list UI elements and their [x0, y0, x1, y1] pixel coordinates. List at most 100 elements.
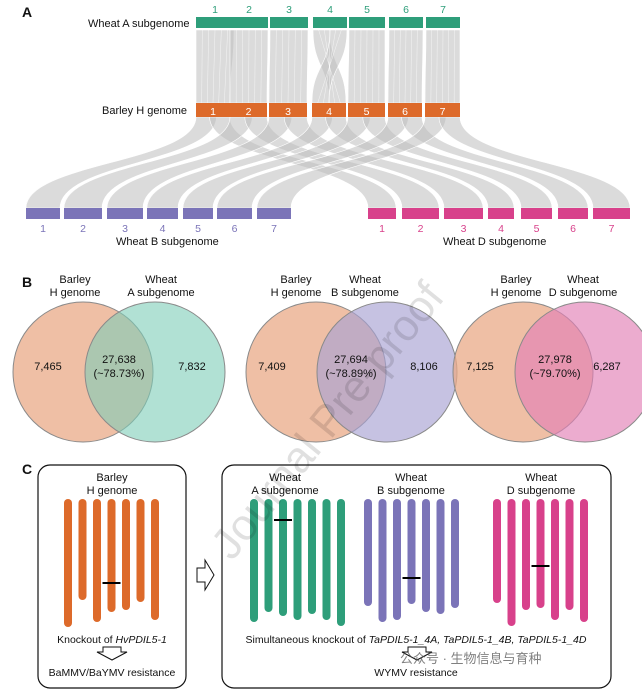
chromosome-bar [349, 17, 385, 28]
chromosome-number: 2 [418, 223, 424, 235]
panel-c-label: C [22, 461, 32, 477]
chromosome-number: 5 [534, 223, 540, 235]
venn-right-title-line1: Wheat [567, 274, 599, 286]
wheat-a-chromosomes: 1 2 3 4 5 6 7 [196, 4, 460, 28]
synteny-line [207, 29, 209, 104]
chromosome-number: 7 [271, 223, 277, 235]
chromosome-bar [230, 17, 268, 28]
venn-shared-percent: (~79.70%) [529, 368, 580, 380]
chromosome-number: 2 [80, 223, 86, 235]
chromosome-bar [389, 17, 423, 28]
chromosome [507, 499, 516, 626]
synteny-line [404, 29, 407, 104]
venn-right-only-count: 8,106 [410, 361, 438, 373]
chromosome-bar [183, 208, 213, 219]
chromosome-number: 7 [440, 4, 446, 16]
chromosome-number: 4 [326, 106, 332, 118]
wheat-a-title-line1: Wheat [269, 472, 301, 484]
chromosome [308, 499, 316, 614]
panel-b-label: B [22, 274, 32, 290]
chromosome [493, 499, 501, 603]
chromosome [264, 499, 273, 612]
venn-left-only-count: 7,465 [34, 361, 62, 373]
chromosome-bar [558, 208, 588, 219]
chromosome [293, 499, 302, 620]
wheat-d-genome-label: Wheat D subgenome [443, 236, 546, 248]
chromosome-number: 4 [160, 223, 166, 235]
venn-left-title-line2: H genome [491, 287, 542, 299]
chromosome [107, 499, 116, 612]
chromosome-number: 2 [246, 4, 252, 16]
chromosome-bar [107, 208, 143, 219]
chromosome-number: 7 [440, 106, 446, 118]
venn-shared-count: 27,978 [538, 354, 572, 366]
chromosome-bar [26, 208, 60, 219]
chromosome-number: 1 [210, 106, 216, 118]
synteny-line [248, 29, 250, 104]
chromosome-number: 2 [246, 106, 252, 118]
synteny-line [416, 29, 418, 104]
chromosome [522, 499, 530, 610]
synteny-line [353, 29, 356, 104]
venn-left-title-line1: Barley [280, 274, 312, 286]
chromosome-number: 3 [461, 223, 467, 235]
wheat-d-title-line2: D subgenome [507, 485, 576, 497]
venn-right-title-line1: Wheat [145, 274, 177, 286]
barley-knockout-label: Knockout of HvPDIL5-1 [57, 634, 167, 646]
chromosome-bar [402, 208, 439, 219]
chromosome [322, 499, 331, 620]
chromosome-number: 6 [403, 4, 409, 16]
chromosome-bar [368, 208, 396, 219]
chromosome [565, 499, 574, 610]
chromosome-bar [521, 208, 552, 219]
chromosome [451, 499, 459, 608]
wheat-box [221, 464, 612, 689]
chromosome [422, 499, 430, 612]
chromosome-number: 5 [364, 4, 370, 16]
wheat-a-title-line2: A subgenome [251, 485, 318, 497]
chromosome-number: 4 [327, 4, 333, 16]
venn-left-title-line1: Barley [59, 274, 91, 286]
wheat-d-title-line1: Wheat [525, 472, 557, 484]
venn-shared-count: 27,638 [102, 354, 136, 366]
barley-genome-label: Barley H genome [102, 105, 187, 117]
barley-down-arrow-icon [96, 646, 128, 661]
synteny-line [317, 29, 342, 104]
chromosome [136, 499, 145, 602]
chromosome [337, 499, 345, 626]
barley-chromosome-set [64, 499, 159, 627]
panel-b: B Barley H genome Wheat A subgenome 7,46… [12, 274, 642, 443]
venn-barley-wheat-d: Barley H genome Wheat D subgenome 7,125 … [452, 274, 642, 443]
chromosome-bar [217, 208, 252, 219]
venn-right-title-line1: Wheat [349, 274, 381, 286]
synteny-line [287, 29, 290, 104]
chromosome-number: 7 [609, 223, 615, 235]
chromosome-number: 1 [212, 4, 218, 16]
chromosome [250, 499, 258, 622]
right-arrow-icon [196, 558, 215, 592]
chromosome-number: 3 [286, 4, 292, 16]
panel-a-label: A [22, 4, 32, 20]
venn-left-only-count: 7,125 [466, 361, 494, 373]
venn-left-title-line2: H genome [50, 287, 101, 299]
barley-knockout-gene: HvPDIL5-1 [116, 634, 167, 646]
synteny-band [401, 116, 589, 209]
barley-box [37, 464, 187, 689]
synteny-line [442, 29, 444, 104]
venn-right-title-line2: A subgenome [127, 287, 194, 299]
chromosome-bar [270, 17, 308, 28]
synteny-line [281, 29, 283, 104]
chromosome [436, 499, 445, 614]
wheat-down-arrow-icon [401, 646, 433, 661]
chromosome [64, 499, 72, 627]
wheat-d-chromosome-set [493, 499, 588, 626]
wheat-b-genome-label: Wheat B subgenome [116, 236, 219, 248]
chromosome-bar [388, 103, 422, 117]
barley-box-title-line1: Barley [96, 472, 128, 484]
venn-shared-percent: (~78.89%) [325, 368, 376, 380]
chromosome [551, 499, 559, 620]
synteny-line [254, 29, 256, 104]
